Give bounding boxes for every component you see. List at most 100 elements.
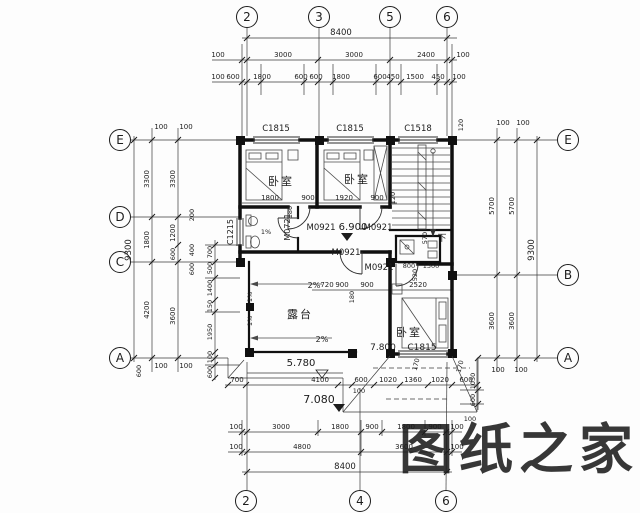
dim: 1800 bbox=[332, 73, 350, 81]
axis-left-e: E bbox=[116, 133, 124, 147]
dim: 100 bbox=[179, 362, 192, 370]
dim: 4200 bbox=[143, 301, 151, 319]
dim-right-total: 9300 bbox=[527, 239, 537, 261]
dim: 600 bbox=[135, 365, 143, 377]
bottom-dimensions: 700 4100 600 1020 1360 1020 600 100 100 … bbox=[229, 376, 472, 472]
level-hall: 6.900 bbox=[339, 222, 368, 233]
axis-bottom-2: 2 bbox=[242, 494, 250, 508]
dim: 520 bbox=[411, 269, 419, 281]
dim-left-total: 9300 bbox=[124, 239, 134, 261]
dim: 100 bbox=[154, 362, 167, 370]
axis-left-c: C bbox=[116, 255, 124, 269]
dim: 900 bbox=[360, 281, 373, 289]
dim: 600 bbox=[226, 73, 239, 81]
dim: 100 bbox=[514, 366, 527, 374]
dim: 720 bbox=[320, 281, 333, 289]
dim: 1800 bbox=[143, 231, 151, 249]
dim: 600 bbox=[309, 73, 322, 81]
level-triangle-eave bbox=[315, 369, 329, 379]
dim: 100 bbox=[491, 366, 504, 374]
left-dimensions: 9300 100 3300 1800 4200 100 100 3300 120… bbox=[124, 123, 214, 378]
axis-top-3: 3 bbox=[315, 10, 323, 24]
dim: 2520 bbox=[409, 281, 427, 289]
level-triangle-hall bbox=[341, 233, 353, 241]
axis-bubbles bbox=[109, 6, 579, 512]
dim: 1200 bbox=[169, 224, 177, 242]
axis-top-5: 5 bbox=[386, 10, 394, 24]
dim: 100 bbox=[179, 123, 192, 131]
dim: 5700 bbox=[508, 197, 516, 215]
dim: 200 bbox=[188, 209, 196, 221]
slope-terrace-upper: 2% bbox=[308, 281, 321, 290]
room-label-bedroom-3: 卧室 bbox=[396, 325, 422, 339]
axis-top-6: 6 bbox=[443, 10, 451, 24]
dim-bottom-total: 8400 bbox=[334, 462, 356, 472]
dim: 1020 bbox=[379, 376, 397, 384]
dim: 2400 bbox=[417, 51, 435, 59]
dim: 4100 bbox=[311, 376, 329, 384]
dim: 600 bbox=[294, 73, 307, 81]
dim: 170 bbox=[411, 357, 422, 371]
dim: 1800 bbox=[253, 73, 271, 81]
door-label-m0921-1: M0921 bbox=[307, 223, 336, 233]
axis-bottom-6: 6 bbox=[442, 494, 450, 508]
dim: 700 bbox=[230, 376, 243, 384]
dimension-ticks bbox=[130, 34, 541, 476]
dim: 3600 bbox=[508, 312, 516, 330]
axis-top-2: 2 bbox=[243, 10, 251, 24]
dim: 1500 bbox=[406, 73, 424, 81]
dim: 3000 bbox=[272, 423, 290, 431]
window-label-c1815-2: C1815 bbox=[336, 124, 364, 134]
interior-dimensions: 1800 900 1920 900 120 180 720 900 180 90… bbox=[261, 192, 465, 374]
axis-left-d: D bbox=[115, 210, 124, 224]
dim: 1800 bbox=[331, 423, 349, 431]
dim: 3600 bbox=[395, 443, 413, 451]
dim: 1950 bbox=[206, 324, 214, 341]
dim: 180 bbox=[348, 291, 356, 303]
dim: 1400 bbox=[206, 280, 214, 297]
level-triangle-low-eave bbox=[333, 404, 345, 412]
dim: 100 bbox=[452, 73, 465, 81]
dim: 1020 bbox=[431, 376, 449, 384]
dim: 3300 bbox=[143, 170, 151, 188]
axis-bottom-4: 4 bbox=[356, 494, 364, 508]
dim: 570 bbox=[421, 232, 429, 244]
roof-eaves bbox=[227, 355, 478, 413]
door-label-m0921-4: M0921 bbox=[365, 263, 394, 273]
watermark-text: 图纸之家 bbox=[399, 418, 639, 481]
dimension-lines bbox=[133, 37, 538, 473]
dim: 1300 bbox=[423, 262, 440, 270]
room-label-bedroom-2: 卧室 bbox=[344, 172, 370, 186]
dim: 3600 bbox=[169, 307, 177, 325]
dim: 600 bbox=[169, 248, 177, 260]
dim: 600 bbox=[469, 394, 477, 406]
dim: 120 bbox=[389, 192, 397, 204]
dim: 100 bbox=[211, 51, 224, 59]
dim: 3000 bbox=[345, 51, 363, 59]
window-label-c1518: C1518 bbox=[404, 124, 432, 134]
slope-drain-upper: 1% bbox=[246, 292, 254, 302]
dim: 100 bbox=[464, 415, 476, 423]
doors bbox=[277, 206, 419, 287]
top-dimensions: 8400 100 3000 3000 2400 100 100 600 1800… bbox=[211, 28, 469, 81]
level-symbols bbox=[315, 233, 353, 412]
right-dimensions: 9300 100 5700 3600 100 100 5700 3600 100… bbox=[457, 119, 537, 423]
dim: 600 bbox=[354, 376, 367, 384]
axis-left-a: A bbox=[116, 351, 125, 365]
dim: 100 bbox=[229, 423, 242, 431]
slope-terrace-lower: 2% bbox=[316, 335, 329, 344]
dim: 1050 bbox=[469, 373, 477, 390]
dim: 150 bbox=[206, 300, 214, 312]
dim: 5700 bbox=[488, 197, 496, 215]
dim: 180 bbox=[286, 206, 294, 218]
dim: 600 bbox=[373, 73, 386, 81]
plan-labels: 卧室 卧室 卧室 露台 下 C1815 C1815 C1518 C1215 C1… bbox=[226, 124, 447, 406]
dim: 500 bbox=[206, 262, 214, 274]
axis-bubble-labels: 2 3 5 6 2 4 6 E D C A E B A bbox=[115, 10, 573, 508]
windows bbox=[236, 136, 448, 358]
dim: 900 bbox=[301, 194, 314, 202]
dim: 450 bbox=[431, 73, 444, 81]
level-bedroom-3: 7.800 bbox=[370, 343, 396, 353]
